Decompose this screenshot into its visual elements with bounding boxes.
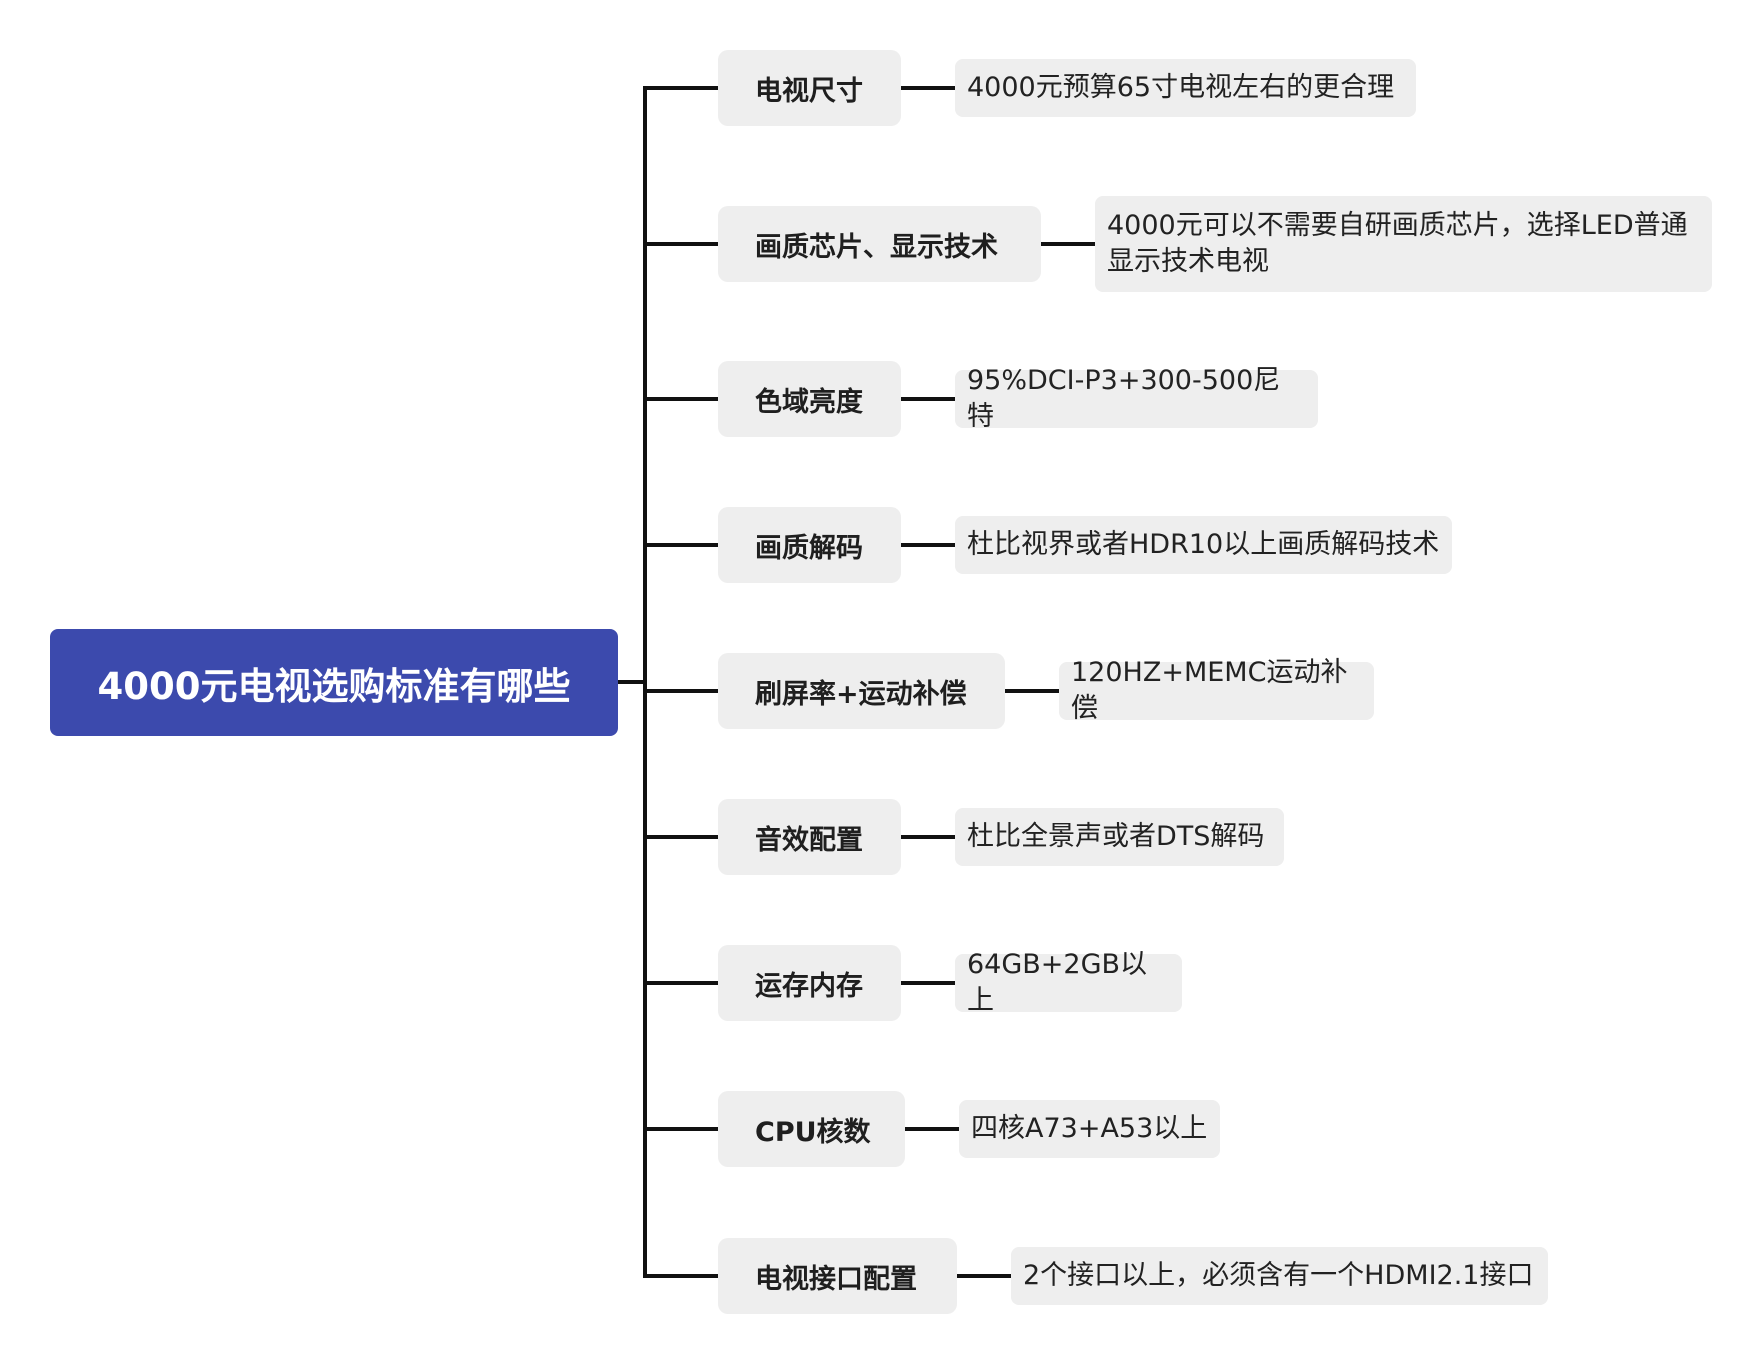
detail-topic-5[interactable]: 120HZ+MEMC运动补偿 (1059, 657, 1374, 724)
branch-topic-label: 画质芯片、显示技术 (755, 231, 998, 263)
branch-topic-5[interactable]: 刷屏率+运动补偿 (718, 653, 1005, 729)
root-topic-label: 4000元电视选购标准有哪些 (97, 664, 571, 708)
detail-topic-2[interactable]: 4000元可以不需要自研画质芯片，选择LED普通显示技术电视 (1095, 196, 1712, 292)
branch-topic-label: CPU核数 (755, 1116, 871, 1148)
root-topic[interactable]: 4000元电视选购标准有哪些 (50, 629, 618, 736)
detail-topic-1[interactable]: 4000元预算65寸电视左右的更合理 (955, 59, 1416, 117)
branch-topic-label: 画质解码 (755, 532, 863, 564)
detail-topic-text: 4000元预算65寸电视左右的更合理 (967, 72, 1395, 103)
detail-topic-6[interactable]: 杜比全景声或者DTS解码 (955, 808, 1284, 866)
branch-topic-7[interactable]: 运存内存 (718, 945, 901, 1021)
branch-topic-3[interactable]: 色域亮度 (718, 361, 901, 437)
detail-topic-text: 95%DCI-P3+300-500尼特 (967, 365, 1281, 432)
detail-topic-text: 120HZ+MEMC运动补偿 (1071, 657, 1348, 724)
detail-topic-text: 64GB+2GB以上 (967, 949, 1148, 1016)
detail-topic-4[interactable]: 杜比视界或者HDR10以上画质解码技术 (955, 516, 1452, 574)
branch-topic-label: 色域亮度 (755, 386, 863, 418)
branch-topic-label: 电视尺寸 (755, 75, 863, 107)
detail-topic-3[interactable]: 95%DCI-P3+300-500尼特 (955, 365, 1318, 432)
branch-topic-4[interactable]: 画质解码 (718, 507, 901, 583)
detail-topic-text: 4000元可以不需要自研画质芯片，选择LED普通显示技术电视 (1107, 210, 1688, 277)
branch-topic-label: 音效配置 (755, 824, 863, 856)
branch-topic-9[interactable]: 电视接口配置 (718, 1238, 957, 1314)
branch-topic-label: 电视接口配置 (755, 1263, 917, 1295)
detail-topic-text: 杜比全景声或者DTS解码 (967, 821, 1265, 852)
detail-topic-text: 四核A73+A53以上 (971, 1113, 1208, 1144)
branch-topic-6[interactable]: 音效配置 (718, 799, 901, 875)
branch-topic-2[interactable]: 画质芯片、显示技术 (718, 206, 1041, 282)
detail-topic-7[interactable]: 64GB+2GB以上 (955, 949, 1182, 1016)
branch-topic-label: 运存内存 (755, 970, 863, 1002)
detail-topic-9[interactable]: 2个接口以上，必须含有一个HDMI2.1接口 (1011, 1247, 1548, 1305)
branch-topic-8[interactable]: CPU核数 (718, 1091, 905, 1167)
detail-topic-8[interactable]: 四核A73+A53以上 (959, 1100, 1220, 1158)
detail-topic-text: 2个接口以上，必须含有一个HDMI2.1接口 (1023, 1260, 1534, 1291)
branch-topic-1[interactable]: 电视尺寸 (718, 50, 901, 126)
branch-topic-label: 刷屏率+运动补偿 (755, 678, 967, 710)
detail-topic-text: 杜比视界或者HDR10以上画质解码技术 (967, 529, 1440, 560)
